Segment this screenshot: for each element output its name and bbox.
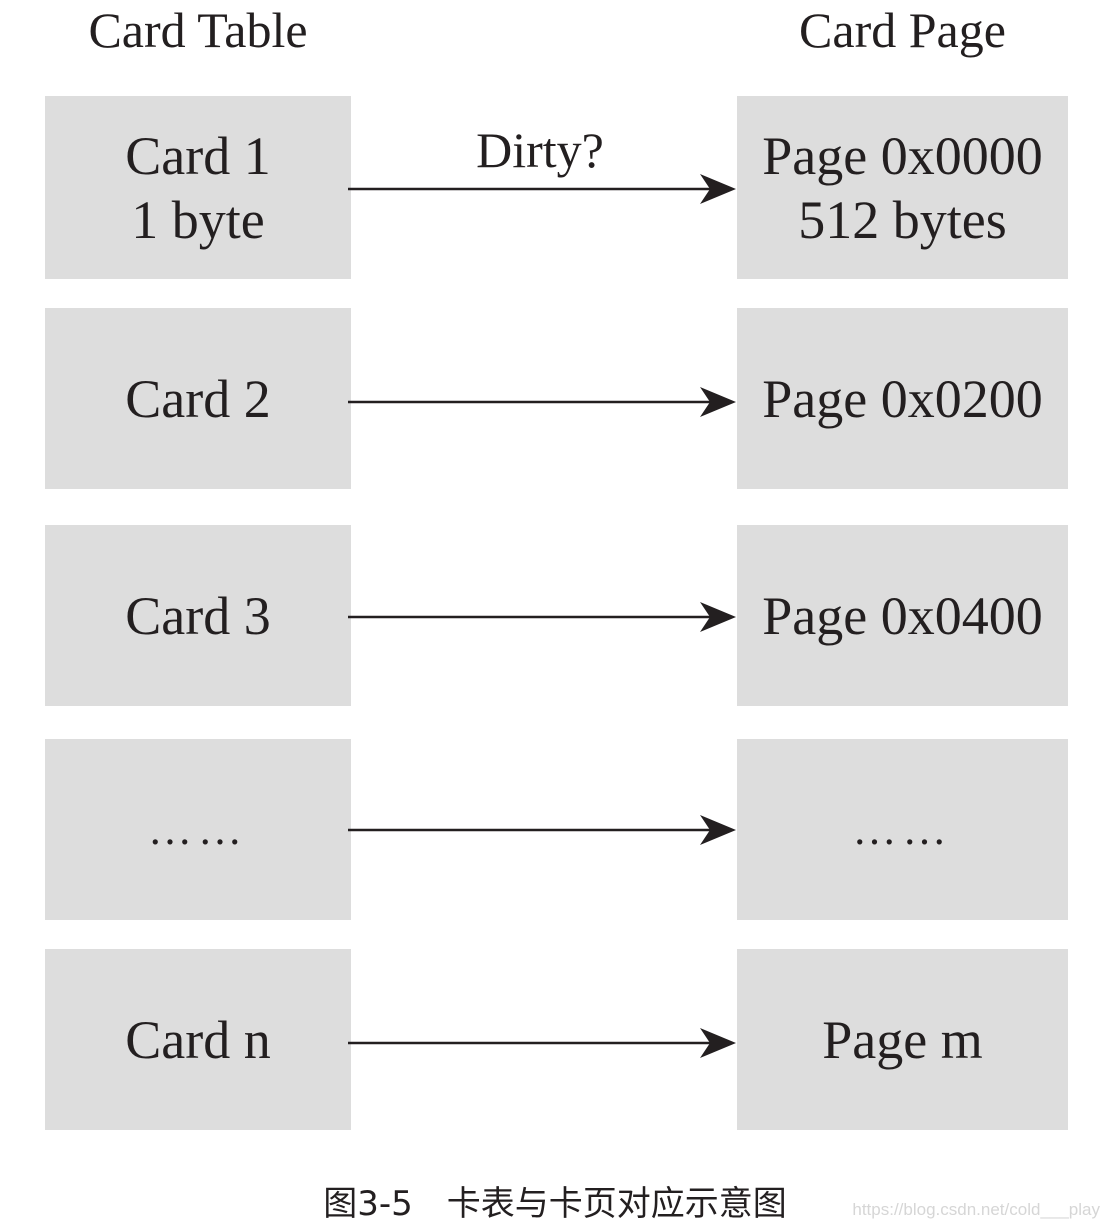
ellipsis-label: ……: [852, 804, 953, 854]
ellipsis-label: ……: [148, 804, 248, 854]
page-box-m: Page m: [737, 949, 1068, 1130]
page-box-1: Page 0x0000 512 bytes: [737, 96, 1068, 279]
arrowhead-icon: [700, 602, 736, 632]
dirty-label: Dirty?: [476, 122, 604, 178]
card-page-header: Card Page: [799, 2, 1006, 58]
card-box-n: Card n: [45, 949, 351, 1130]
page-size-label: 512 bytes: [798, 189, 1007, 250]
page-label: Page 0x0200: [762, 368, 1043, 429]
watermark: https://blog.csdn.net/cold___play: [852, 1200, 1100, 1219]
page-label: Page 0x0400: [762, 585, 1043, 646]
card-label: Card 2: [125, 368, 271, 429]
page-box-ellipsis: ……: [737, 739, 1068, 920]
arrowhead-icon: [700, 815, 736, 845]
card-box-3: Card 3: [45, 525, 351, 706]
arrowhead-icon: [700, 1028, 736, 1058]
arrowhead-icon: [700, 174, 736, 204]
card-box-ellipsis: ……: [45, 739, 351, 920]
page-label: Page 0x0000: [762, 125, 1043, 186]
page-box-3: Page 0x0400: [737, 525, 1068, 706]
card-label: Card 1: [125, 125, 271, 186]
card-box-2: Card 2: [45, 308, 351, 489]
card-table-header: Card Table: [88, 2, 308, 58]
card-box-1: Card 1 1 byte: [45, 96, 351, 279]
card-label: Card n: [125, 1009, 271, 1070]
card-label: Card 3: [125, 585, 271, 646]
card-size-label: 1 byte: [131, 189, 265, 250]
arrowhead-icon: [700, 387, 736, 417]
figure-caption: 图3-5 卡表与卡页对应示意图: [323, 1184, 787, 1224]
page-label: Page m: [822, 1009, 983, 1070]
page-box-2: Page 0x0200: [737, 308, 1068, 489]
